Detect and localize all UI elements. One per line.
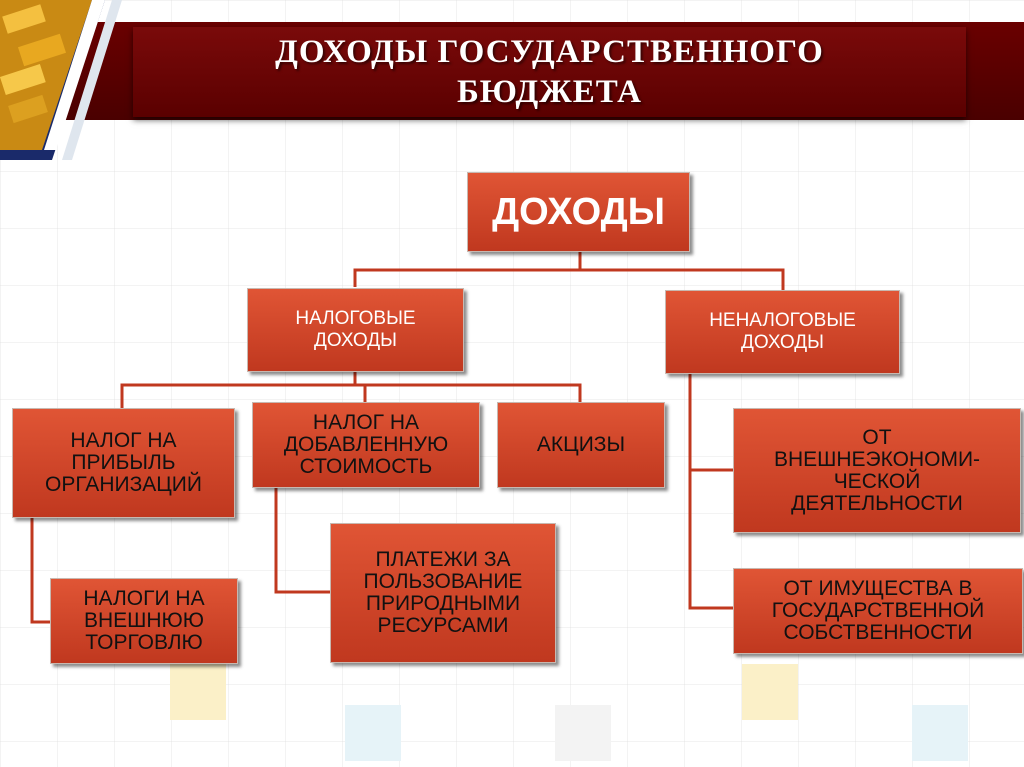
background-tile [912, 705, 968, 761]
connector-tax-children [120, 370, 357, 408]
connector-level1 [353, 268, 785, 290]
connector-nontax-children [688, 372, 733, 610]
profit-tax-node: НАЛОГ НА ПРИБЫЛЬ ОРГАНИЗАЦИЙ [12, 408, 235, 518]
root-node: ДОХОДЫ [467, 172, 690, 252]
background-tile [345, 705, 401, 761]
connector-tax-children [355, 383, 582, 402]
connector-natural-resources [274, 486, 330, 594]
connector-foreign-trade [30, 515, 50, 624]
foreign-economic-node: ОТ ВНЕШНЕЭКОНОМИ- ЧЕСКОЙ ДЕЯТЕЛЬНОСТИ [733, 408, 1021, 533]
excise-node: АКЦИЗЫ [497, 402, 665, 488]
nontax-revenue-node: НЕНАЛОГОВЫЕ ДОХОДЫ [665, 290, 900, 374]
background-tile [170, 664, 226, 720]
vat-node: НАЛОГ НА ДОБАВЛЕННУЮ СТОИМОСТЬ [252, 402, 480, 488]
background-tile [742, 664, 798, 720]
gold-bars-image [0, 0, 140, 160]
page-title: ДОХОДЫ ГОСУДАРСТВЕННОГО БЮДЖЕТА [133, 27, 966, 117]
natural-resources-node: ПЛАТЕЖИ ЗА ПОЛЬЗОВАНИЕ ПРИРОДНЫМИ РЕСУРС… [330, 523, 556, 663]
background-tile [555, 705, 611, 761]
state-property-node: ОТ ИМУЩЕСТВА В ГОСУДАРСТВЕННОЙ СОБСТВЕНН… [733, 568, 1023, 654]
foreign-trade-tax-node: НАЛОГИ НА ВНЕШНЮЮ ТОРГОВЛЮ [50, 578, 238, 664]
tax-revenue-node: НАЛОГОВЫЕ ДОХОДЫ [247, 288, 464, 372]
